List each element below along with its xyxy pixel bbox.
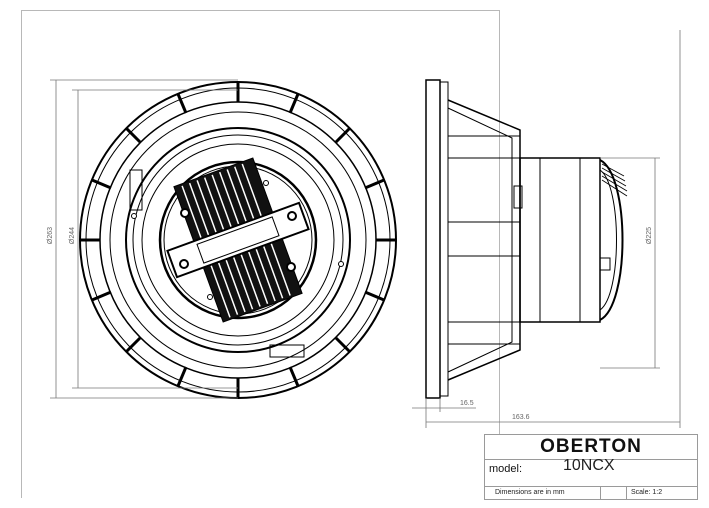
dim-overall-depth: 163.6 [512, 414, 530, 421]
dim-baffle-diameter: Ø244 [69, 226, 77, 245]
scale-note: Scale: 1:2 [631, 489, 663, 496]
divider [600, 487, 601, 500]
units-note: Dimensions are in mm [495, 489, 565, 496]
side-view [425, 79, 628, 399]
dim-outer-diameter: Ø263 [47, 226, 55, 245]
brand-name: OBERTON [485, 435, 697, 460]
model-value: 10NCX [563, 457, 615, 474]
dim-flange-depth: 16.5 [460, 400, 474, 407]
title-block-footer: Dimensions are in mm Scale: 1:2 [485, 486, 697, 500]
sheet-border [21, 10, 500, 498]
divider [626, 487, 627, 500]
front-view [79, 81, 397, 399]
front-dimension-lines [50, 79, 238, 399]
side-dimension-lines [412, 30, 681, 428]
dim-magnet-diameter: Ø225 [646, 226, 654, 245]
model-label: model: [489, 463, 523, 475]
title-block: OBERTON model: 10NCX Dimensions are in m… [484, 434, 698, 500]
